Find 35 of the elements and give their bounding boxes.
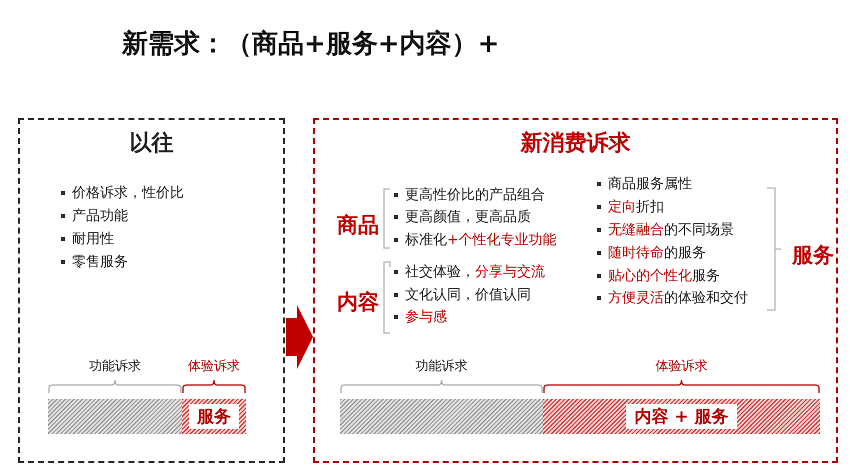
bar-caption: 体验诉求 xyxy=(654,358,708,375)
bar-label: 内容 + 服务 xyxy=(626,404,737,429)
bar-caption: 体验诉求 xyxy=(187,358,241,375)
hatched-bar xyxy=(340,399,543,434)
bullet-item: 贴心的个性化服务 xyxy=(596,267,720,285)
bullet-item: 社交体验，分享与交流 xyxy=(393,263,545,281)
bullet-item: 无缝融合的不同场景 xyxy=(596,221,734,239)
bullet-item: 文化认同，价值认同 xyxy=(393,286,531,304)
hatched-bar xyxy=(543,399,820,434)
bullet-item: 更高颜值，更高品质 xyxy=(393,208,531,226)
bullet-item: 零售服务 xyxy=(60,253,128,271)
bar-label: 服务 xyxy=(189,404,239,429)
dashed-panel xyxy=(313,118,838,463)
bullet-item: 更高性价比的产品组合 xyxy=(393,186,545,204)
bullet-item: 价格诉求，性价比 xyxy=(60,184,184,202)
hatched-bar xyxy=(48,399,182,434)
hatched-bar xyxy=(182,399,246,434)
diagram-title: 新需求：（商品+服务+内容）+ xyxy=(122,28,500,61)
group-label: 服务 xyxy=(792,242,834,268)
dashed-panel xyxy=(18,118,285,463)
bar-caption: 功能诉求 xyxy=(414,358,468,375)
panel-heading: 新消费诉求 xyxy=(519,130,632,158)
bullet-item: 商品服务属性 xyxy=(596,175,692,193)
group-label: 内容 xyxy=(337,289,379,315)
bar-caption: 功能诉求 xyxy=(88,358,142,375)
bullet-item: 定向折扣 xyxy=(596,198,664,216)
bullet-item: 参与感 xyxy=(393,308,447,326)
block-arrow xyxy=(286,305,313,369)
bullet-item: 标准化+个性化专业功能 xyxy=(393,231,557,249)
bullet-item: 随时待命的服务 xyxy=(596,244,706,262)
panel-heading: 以往 xyxy=(128,130,174,158)
bullet-item: 耐用性 xyxy=(60,230,114,248)
bullet-item: 产品功能 xyxy=(60,207,128,225)
bullet-item: 方便灵活的体验和交付 xyxy=(596,289,748,307)
group-label: 商品 xyxy=(337,212,379,238)
